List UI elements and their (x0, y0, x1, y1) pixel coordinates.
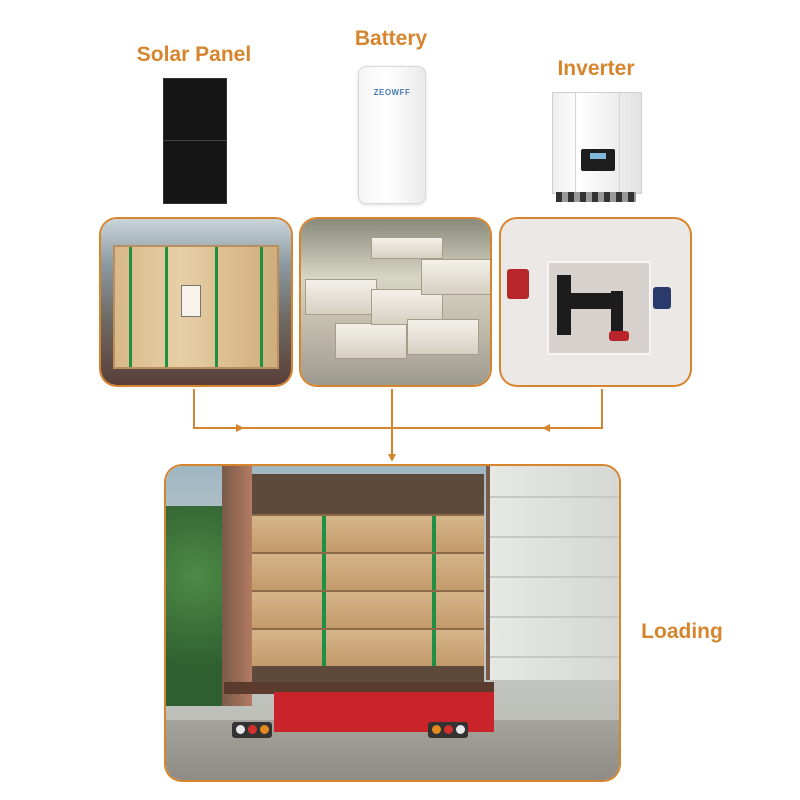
loading-label: Loading (641, 620, 723, 643)
crate-label-sticker (181, 285, 201, 317)
inverter-display (581, 149, 615, 171)
battery-pallet (407, 319, 479, 355)
tree (166, 506, 224, 706)
truck-chassis (224, 682, 494, 694)
wooden-crate (113, 245, 279, 369)
battery-image: ZEOWFF (358, 66, 426, 204)
tail-light (428, 722, 468, 738)
foam-insert (547, 261, 671, 355)
container-door (486, 466, 619, 680)
tail-light (232, 722, 272, 738)
battery-label: Battery (354, 27, 428, 50)
battery-packing-photo (301, 219, 490, 385)
container-wall (222, 466, 252, 706)
container-interior (252, 474, 484, 684)
inverter-connectors (556, 192, 636, 202)
arrow-down-icon (388, 454, 396, 462)
inverter-label: Inverter (557, 57, 635, 80)
solar-panel-image (163, 78, 227, 204)
battery-pallet (371, 237, 443, 259)
arrow-right-icon (236, 424, 244, 432)
battery-pallet (305, 279, 377, 315)
battery-brand-logo: ZEOWFF (373, 88, 411, 97)
inverter-packing-photo (501, 219, 690, 385)
connector-line (193, 389, 603, 429)
solar-panel-label: Solar Panel (136, 43, 252, 66)
solar-panel-packing-photo (101, 219, 291, 385)
battery-pallet (421, 259, 490, 295)
arrow-left-icon (542, 424, 550, 432)
container-loading-photo (166, 466, 619, 780)
inverter-image (552, 92, 642, 194)
